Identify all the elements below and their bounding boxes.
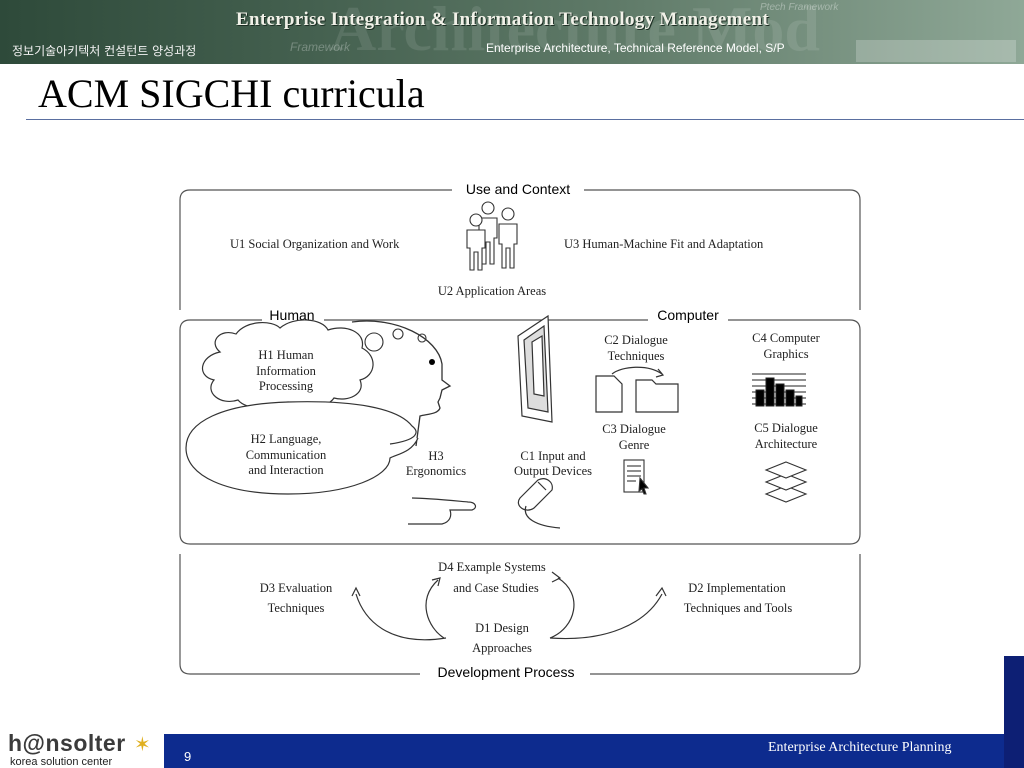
graphics-plot-icon (752, 373, 806, 407)
sigchi-curricula-diagram: Use and Context Human Computer Developme… (179, 181, 861, 680)
u2-label: U2 Application Areas (438, 284, 546, 298)
h3-label-line1: H3 (428, 449, 443, 463)
pointing-hand-icon (408, 497, 477, 525)
banner-title: Enterprise Integration & Information Tec… (236, 9, 770, 30)
human-computer-frame (179, 319, 861, 545)
page-number: 9 (184, 749, 192, 764)
use-context-heading: Use and Context (466, 181, 570, 197)
footer-label: Enterprise Architecture Planning (768, 740, 952, 755)
use-context-frame (179, 189, 861, 310)
header-banner: Architecture Mod Framework Ptech Framewo… (0, 0, 1024, 64)
footer-band (164, 734, 1004, 768)
d1-label-line1: D1 Design (475, 621, 530, 635)
c3-label-line2: Genre (619, 438, 650, 452)
computer-heading: Computer (657, 307, 719, 323)
course-name: 정보기술아키텍처 컨설턴트 양성과정 (12, 44, 197, 58)
h2-label-line3: and Interaction (248, 463, 324, 477)
h1-label-line1: H1 Human (258, 348, 314, 362)
d3-label-line1: D3 Evaluation (260, 581, 333, 595)
hansolter-logo: h@nsolter ✶ korea solution center (6, 730, 162, 768)
d2-label-line1: D2 Implementation (688, 581, 786, 595)
human-heading: Human (269, 307, 314, 323)
mouse-icon (517, 478, 561, 529)
h2-label-line2: Communication (246, 448, 327, 462)
u1-label: U1 Social Organization and Work (230, 237, 400, 251)
h1-label-line3: Processing (259, 379, 314, 393)
logo-tagline: korea solution center (10, 756, 113, 768)
d4-label-line1: D4 Example Systems (438, 560, 546, 574)
banner-watermark-small: Framework (290, 40, 351, 54)
c2-label-line2: Techniques (608, 349, 665, 363)
d3-label-line2: Techniques (268, 601, 325, 615)
document-transfer-icon (595, 366, 679, 413)
h1-cloud (202, 319, 374, 410)
side-accent-strip (1004, 656, 1024, 768)
d1-label-line2: Approaches (472, 641, 532, 655)
c5-label-line2: Architecture (755, 437, 818, 451)
banner-subtitle: Enterprise Architecture, Technical Refer… (486, 41, 785, 55)
layered-architecture-icon (764, 461, 808, 503)
c4-label-line2: Graphics (763, 347, 808, 361)
d2-label-line2: Techniques and Tools (684, 601, 793, 615)
development-heading: Development Process (438, 664, 575, 680)
h3-label-line2: Ergonomics (406, 464, 466, 478)
h1-label-line2: Information (256, 364, 316, 378)
banner-highlight-bar (856, 40, 1016, 62)
logo-star-icon: ✶ (134, 734, 151, 756)
monitor-icon (517, 314, 553, 423)
thought-bubble-mid (392, 328, 404, 340)
thought-bubble-large (364, 332, 384, 352)
u3-label: U3 Human-Machine Fit and Adaptation (564, 237, 764, 251)
h2-speech-balloon (185, 401, 419, 495)
title-divider (26, 119, 1024, 120)
banner-watermark: Architecture Mod (330, 0, 820, 64)
c1-label-line2: Output Devices (514, 464, 592, 478)
c4-label-line1: C4 Computer (752, 331, 821, 345)
logo-wordmark: h@nsolter (8, 730, 126, 756)
process-cycle-arrows (351, 571, 667, 641)
form-cursor-icon (623, 459, 650, 495)
d4-label-line2: and Case Studies (453, 581, 539, 595)
people-icon (466, 201, 518, 271)
c1-label-line1: C1 Input and (520, 449, 586, 463)
head-profile (351, 320, 452, 447)
banner-watermark-tiny: Ptech Framework (760, 2, 839, 13)
thought-bubble-small (417, 333, 427, 343)
h2-label-line1: H2 Language, (251, 432, 322, 446)
c5-label-line1: C5 Dialogue (754, 421, 818, 435)
development-frame (179, 554, 861, 675)
c3-label-line1: C3 Dialogue (602, 422, 666, 436)
c2-label-line1: C2 Dialogue (604, 333, 668, 347)
page-title: ACM SIGCHI curricula (38, 71, 425, 116)
head-eye (429, 359, 435, 365)
